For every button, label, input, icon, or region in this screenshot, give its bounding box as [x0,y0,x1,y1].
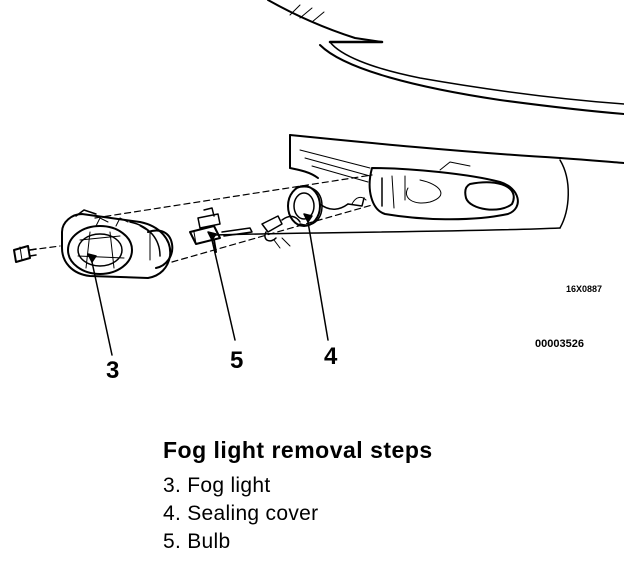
bumper-fog-light-opening [368,161,519,221]
caption-title: Fog light removal steps [163,437,433,463]
step-item: 4. Sealing cover [163,502,319,525]
figure-code: 16X0887 [566,284,602,294]
callout-5: 5 [230,347,243,374]
bumper-outline [214,134,624,236]
bulb-connector [261,215,301,249]
callout-4: 4 [324,343,338,370]
mounting-screw [13,245,37,263]
vehicle-body-outline [267,0,624,115]
step-item: 3. Fog light [163,474,271,497]
sealing-cover [287,185,367,227]
callout-3: 3 [106,357,119,384]
document-code: 00003526 [535,338,584,350]
step-item: 5. Bulb [163,530,231,553]
caption-block: Fog light removal steps 3. Fog light 4. … [163,437,433,556]
alignment-guide-lines [29,174,373,263]
bulb [189,207,253,253]
callout-leader-lines [87,213,329,356]
fog-light-assembly [61,209,174,279]
